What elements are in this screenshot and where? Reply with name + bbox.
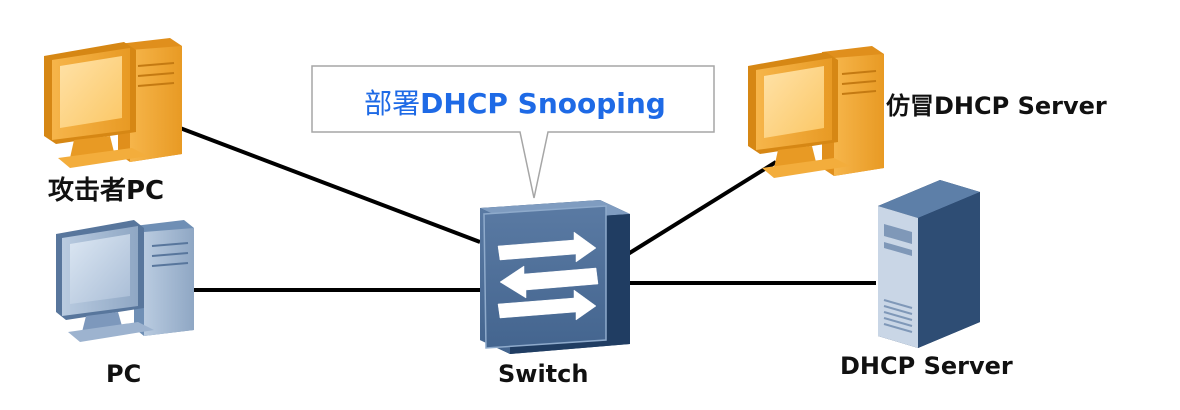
- dhcp-server-icon: [878, 180, 980, 348]
- attacker-pc-icon: [44, 38, 182, 168]
- link-switch-fake-server: [626, 160, 778, 256]
- attacker-pc-label: 攻击者PC: [48, 176, 165, 206]
- links: [179, 126, 876, 292]
- link-attacker-switch: [179, 126, 481, 244]
- pc-icon: [56, 220, 194, 342]
- callout-main: DHCP Snooping: [420, 87, 666, 120]
- callout-prefix: 部署: [364, 87, 421, 120]
- switch-label: Switch: [498, 360, 589, 388]
- callout-text: 部署DHCP Snooping: [316, 82, 714, 122]
- fake-dhcp-server-icon: [748, 46, 884, 178]
- switch-icon: [480, 200, 630, 354]
- dhcp-server-label: DHCP Server: [840, 352, 1013, 380]
- fake-dhcp-server-label: 仿冒DHCP Server: [886, 92, 1107, 120]
- pc-label: PC: [106, 360, 142, 388]
- callout-bubble: [311, 65, 715, 199]
